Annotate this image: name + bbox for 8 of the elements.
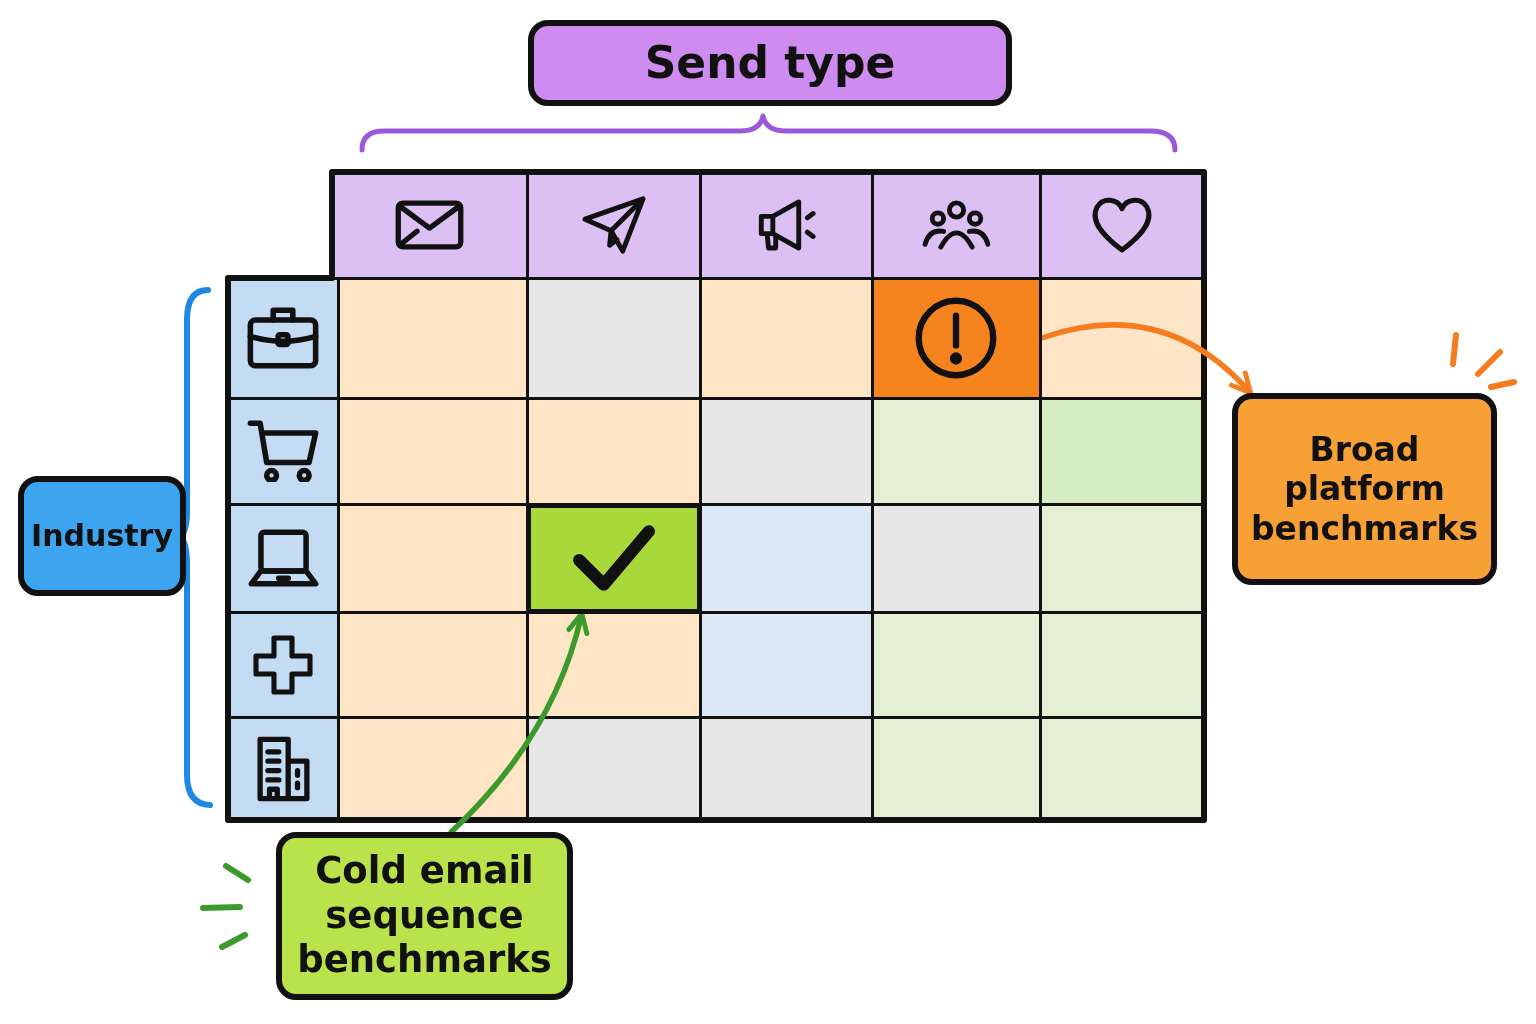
callout-box bbox=[276, 832, 573, 1000]
callout-text: Broad platform benchmarks bbox=[1249, 429, 1480, 549]
axis-title: Send type bbox=[644, 36, 896, 90]
axis-title: Industry bbox=[31, 518, 173, 554]
callout-box bbox=[1232, 393, 1497, 585]
callout-text: Cold email sequence benchmarks bbox=[296, 849, 553, 983]
axis-title-box bbox=[528, 20, 1012, 106]
axis-title-box bbox=[18, 476, 186, 596]
